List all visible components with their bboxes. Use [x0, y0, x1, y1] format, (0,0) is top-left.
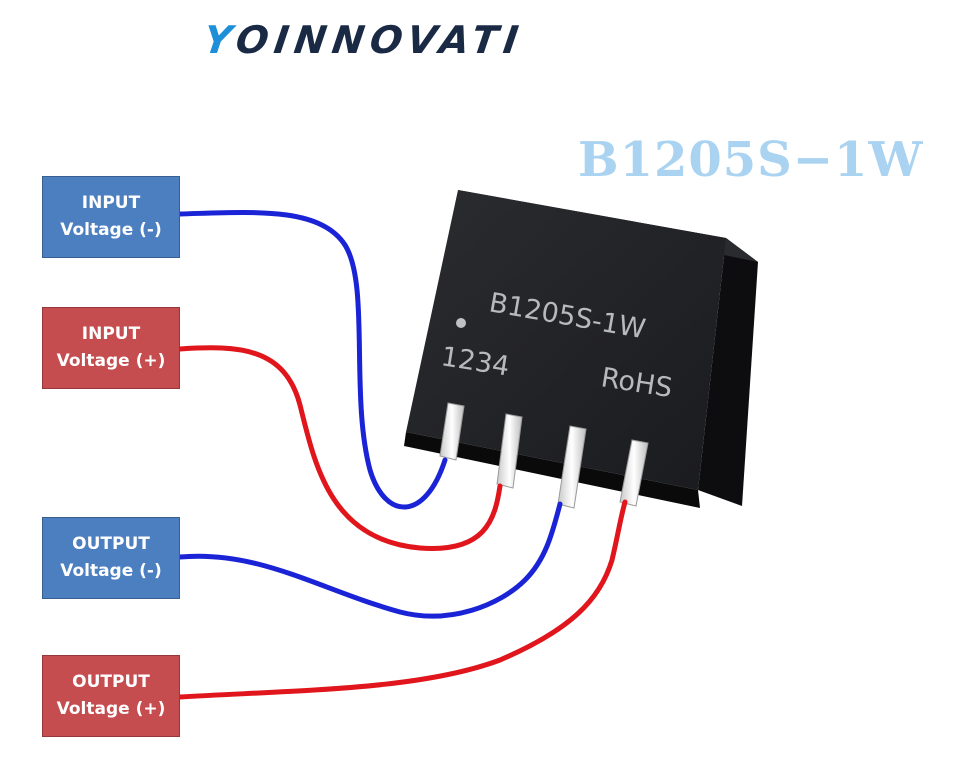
label-line2: Voltage (-)	[60, 220, 162, 240]
label-input-positive: INPUT Voltage (+)	[42, 307, 180, 389]
wire-output-positive	[177, 499, 628, 700]
label-line2: Voltage (+)	[56, 699, 166, 719]
brand-logo: YOINNOVATI	[201, 18, 527, 62]
label-line2: Voltage (+)	[56, 351, 166, 371]
label-line1: OUTPUT	[72, 534, 150, 554]
pin-2	[496, 413, 523, 489]
label-line1: INPUT	[81, 324, 141, 344]
label-output-negative: OUTPUT Voltage (-)	[42, 517, 180, 599]
pin-1	[439, 402, 465, 461]
wire-input-negative	[177, 209, 448, 510]
wire-input-positive	[177, 345, 503, 551]
pin-4	[619, 439, 649, 507]
sip4-module: B1205S-1W 1234 RoHS	[404, 190, 758, 508]
product-title: B1205S−1W	[578, 132, 924, 188]
module-side-face	[698, 238, 758, 506]
brand-logo-rest: OINNOVATI	[233, 18, 527, 62]
label-output-positive: OUTPUT Voltage (+)	[42, 655, 180, 737]
module-pins	[439, 402, 649, 509]
wire-output-negative	[177, 501, 563, 619]
wires	[177, 209, 628, 700]
label-line2: Voltage (-)	[60, 561, 162, 581]
module-front-face	[406, 190, 726, 490]
label-line1: INPUT	[81, 193, 141, 213]
label-input-negative: INPUT Voltage (-)	[42, 176, 180, 258]
label-line1: OUTPUT	[72, 672, 150, 692]
pin1-dot-icon	[456, 318, 466, 328]
pin-3	[557, 425, 587, 509]
